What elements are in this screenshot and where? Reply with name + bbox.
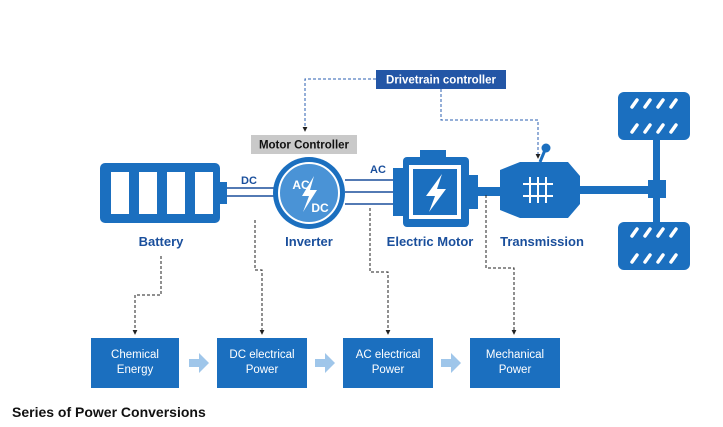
battery-label: Battery [139, 234, 185, 249]
energy-stage-line2: Energy [117, 364, 154, 376]
energy-stage-box: AC electrical Power [343, 338, 433, 388]
ac-wires [345, 179, 397, 205]
differential [648, 180, 666, 198]
motor-shaft [478, 187, 500, 196]
electric-motor-label: Electric Motor [387, 234, 474, 249]
energy-stage-line1: Mechanical [486, 349, 544, 361]
diagram-caption: Series of Power Conversions [12, 404, 206, 420]
inverter-icon: AC DC [273, 157, 345, 229]
dc-wires [227, 187, 274, 197]
control-line-to-motor-controller [302, 78, 376, 132]
transmission-label: Transmission [500, 234, 584, 249]
energy-stage-line2: Power [372, 364, 405, 376]
energy-stage-box: Mechanical Power [470, 338, 560, 388]
drive-shaft [580, 186, 650, 194]
lightning-icon [426, 174, 446, 212]
energy-stage-line2: Power [499, 364, 532, 376]
inverter-dc-label: DC [311, 201, 329, 215]
drivetrain-controller-box [376, 70, 506, 89]
stage-connectors [132, 195, 517, 335]
energy-stage-line2: Power [246, 364, 279, 376]
ac-wire-label: AC [370, 164, 386, 176]
energy-stage-line1: Chemical [111, 349, 159, 361]
flow-arrow-icon [189, 353, 209, 373]
dc-wire-label: DC [241, 175, 257, 187]
energy-stage-line1: DC electrical [229, 349, 294, 361]
control-line-to-transmission [440, 89, 541, 159]
motor-controller-box [251, 135, 357, 154]
energy-stage-box: Chemical Energy [91, 338, 179, 388]
energy-stage-line1: AC electrical [356, 349, 421, 361]
wheel-icon [618, 222, 690, 270]
flow-arrow-icon [441, 353, 461, 373]
electric-motor-icon [393, 150, 478, 227]
inverter-ac-label: AC [292, 178, 310, 192]
gearbox-icon [500, 143, 580, 218]
battery-icon [100, 163, 227, 223]
motor-controller-label: Motor Controller [259, 140, 350, 152]
inverter-label: Inverter [285, 234, 333, 249]
energy-stage-box: DC electrical Power [217, 338, 307, 388]
drivetrain-controller-label: Drivetrain controller [386, 75, 496, 87]
flow-arrow-icon [315, 353, 335, 373]
wheel-icon [618, 92, 690, 140]
